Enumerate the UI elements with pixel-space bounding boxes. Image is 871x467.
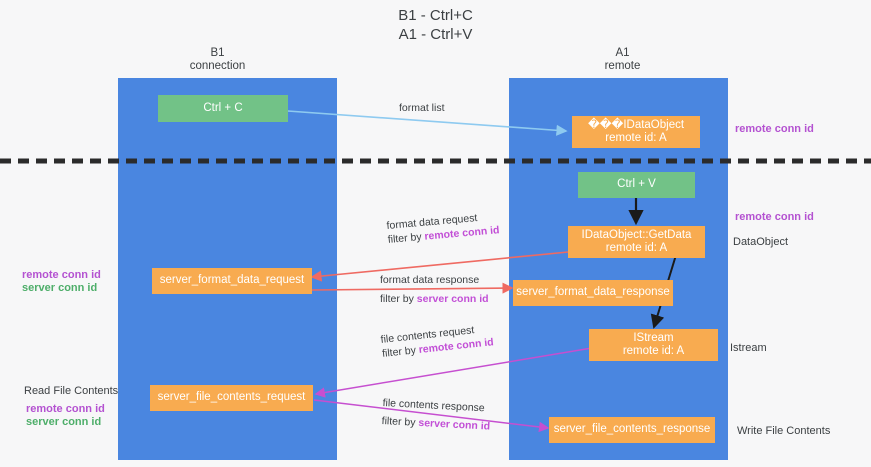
node-server-format-data-response[interactable]: server_format_data_response [513,280,673,306]
node-idataobject-getdata[interactable]: IDataObject::GetData remote id: A [568,226,705,258]
edge-label-line1: file contents response [382,396,485,415]
annotation-remote-conn-id-mid: remote conn id [735,211,814,223]
node-server-file-contents-response[interactable]: server_file_contents_response [549,417,715,443]
node-server-file-contents-request[interactable]: server_file_contents_request [150,385,313,411]
lane-header-a1: A1 remote [604,47,641,72]
edge-label-format-data-response: format data response filter by server co… [380,273,489,306]
edge-label-file-contents-request: file contents request filter by remote c… [380,321,494,361]
annotation-left-remote-conn-id-2: remote conn id [26,403,105,415]
annotation-left-server-conn-id: server conn id [22,282,98,294]
annotation-remote-conn-id-top: remote conn id [735,123,814,135]
edge-label-file-contents-response: file contents response filter by server … [381,396,491,434]
diagram-title: B1 - Ctrl+C A1 - Ctrl+V [398,7,473,43]
annotation-dataobject: DataObject [733,236,789,248]
edge-label-line2: filter by server conn id [381,414,491,433]
node-istream[interactable]: IStream remote id: A [589,329,718,361]
lane-header-b1: B1 connection [189,47,246,72]
node-idataobject[interactable]: ���IDataObject remote id: A [572,116,700,148]
annotation-write-file-contents: Write File Contents [737,425,831,437]
annotation-left-server-conn-id-2: server conn id [26,416,102,428]
annotation-read-file-contents: Read File Contents [24,385,119,397]
edge-label-line1: format data response [380,274,480,286]
node-server-format-data-request[interactable]: server_format_data_request [152,268,312,294]
edge-label-format-data-request: format data request filter by remote con… [386,209,500,247]
node-ctrl-v[interactable]: Ctrl + V [578,172,695,198]
node-ctrl-c[interactable]: Ctrl + C [158,95,288,122]
annotation-left-remote-conn-id: remote conn id [22,269,101,281]
edge-label-line2: filter by server conn id [380,293,489,305]
annotation-istream: Istream [730,342,767,354]
edge-label-format-list: format list [399,102,445,114]
